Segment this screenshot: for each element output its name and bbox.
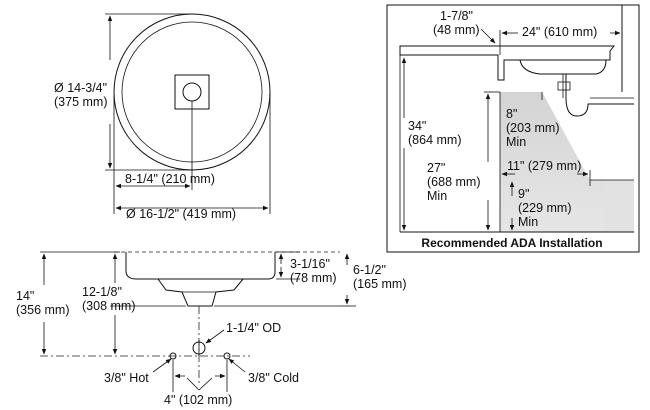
hot-leader (152, 358, 172, 373)
outer-diameter-label: Ø 16-1/2" (419 mm) (126, 207, 236, 221)
hot-supply-circle (169, 352, 177, 360)
knee-height-mm: (688 mm) (427, 175, 480, 189)
top-view: Ø 14-3/4" (375 mm) 8-1/4" (210 mm) Ø 16-… (54, 13, 271, 221)
ada-bowl (519, 59, 607, 75)
drain-od-leader (205, 329, 225, 344)
toe-depth-label: 11" (279 mm) (507, 159, 581, 173)
bowl-upper (125, 252, 276, 280)
setback-mm: (48 mm) (433, 23, 480, 37)
ada-countertop (399, 45, 616, 81)
knee-depth-mm: (203 mm) (506, 121, 559, 135)
setback-arrow (480, 28, 496, 44)
knee-height-label: 27" (427, 161, 445, 175)
toe-shade (604, 180, 634, 232)
setback-label: 1-7/8" (440, 9, 473, 23)
knee-depth-min: Min (506, 135, 526, 149)
overall-height-mm: (356 mm) (16, 303, 69, 317)
drain-height-mm: (308 mm) (82, 299, 135, 313)
ada-caption: Recommended ADA Installation (421, 236, 602, 250)
spacing-callout (186, 377, 213, 391)
bowl-lower (157, 278, 244, 307)
supply-spacing-label: 4" (102 mm) (164, 393, 232, 407)
diameter-mm: (375 mm) (54, 95, 107, 109)
drain-hole (182, 82, 202, 102)
bowl-height-mm: (165 mm) (353, 277, 406, 291)
clearance-shade (500, 92, 604, 232)
rim-height-label: 34" (408, 119, 426, 133)
rim-height-mm: (864 mm) (408, 133, 461, 147)
toe-height-min: Min (518, 215, 538, 229)
depth-label: 24" (610 mm) (522, 25, 597, 39)
radius-label: 8-1/4" (210 mm) (125, 172, 215, 186)
diameter-label: Ø 14-3/4" (54, 81, 107, 95)
above-counter-label: 3-1/16" (290, 257, 330, 271)
toe-height-label: 9" (518, 187, 529, 201)
knee-height-min: Min (427, 189, 447, 203)
overall-height-label: 14" (16, 289, 34, 303)
cold-leader (228, 358, 246, 373)
ada-installation-panel: 1-7/8" (48 mm) 24" (610 mm) 34" (864 mm)… (386, 4, 640, 253)
ada-ptrap (565, 74, 634, 117)
ada-frame (386, 4, 640, 253)
above-counter-mm: (78 mm) (290, 271, 337, 285)
toe-height-mm: (229 mm) (518, 201, 571, 215)
drain-od-label: 1-1/4" OD (226, 321, 281, 335)
knee-depth-label: 8" (506, 107, 517, 121)
drain-height-label: 12-1/8" (82, 285, 122, 299)
side-view: 14" (356 mm) 12-1/8" (308 mm) 3-1/16" (7… (16, 251, 406, 407)
hot-label: 3/8" Hot (104, 371, 149, 385)
cold-supply-circle (223, 352, 231, 360)
bowl-height-label: 6-1/2" (353, 263, 386, 277)
ada-trap-nut (557, 81, 571, 91)
cold-label: 3/8" Cold (248, 371, 299, 385)
